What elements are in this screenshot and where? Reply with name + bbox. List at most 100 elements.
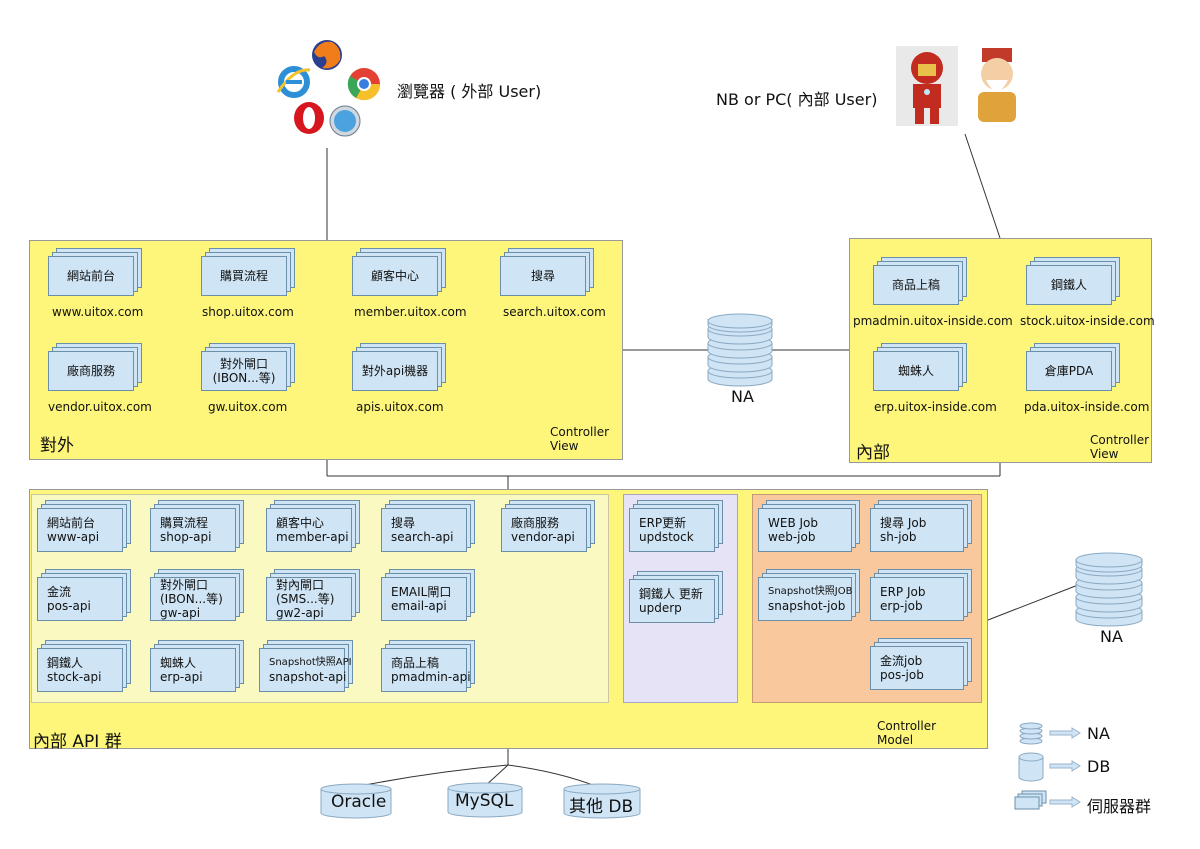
server-stack-search[interactable]: 搜尋 [500, 248, 594, 296]
server-label: 倉庫PDA [1026, 351, 1112, 391]
card-text: erp-job [880, 599, 923, 613]
server-host: stock.uitox-inside.com [1020, 314, 1155, 328]
server-stack-www[interactable]: 網站前台 [48, 248, 142, 296]
server-host: shop.uitox.com [202, 305, 294, 319]
card-text: Snapshot快照JOB [768, 586, 853, 597]
card-text: 金流 [47, 585, 72, 599]
card-text: pos-job [880, 668, 924, 682]
na-label: NA [731, 387, 754, 406]
server-stack-erp[interactable]: 蜘蛛人 [873, 343, 967, 391]
server-label: 對外閘口 (IBON...等) [201, 351, 287, 391]
server-label: 對外api機器 [352, 351, 438, 391]
mvc-label: Controller [877, 719, 937, 733]
card-text: stock-api [47, 670, 102, 684]
opera-icon [292, 100, 326, 136]
card-text: updstock [639, 530, 694, 544]
card-text: (IBON...等) [160, 592, 223, 606]
card-text: 網站前台 [47, 516, 96, 530]
external-panel-title: 對外 [40, 436, 74, 456]
server-stack-apis[interactable]: 對外api機器 [352, 343, 446, 391]
card-text: erp-api [160, 670, 203, 684]
server-stack-gw[interactable]: 對外閘口 (IBON...等) [201, 343, 295, 391]
api-card-(SMS...等)[interactable]: 對內閘口(SMS...等)gw2-api [266, 569, 360, 621]
server-host: apis.uitox.com [356, 400, 444, 414]
card-text: Snapshot快照API [269, 657, 352, 668]
mvc-label: View [1090, 447, 1119, 461]
ie-icon [276, 64, 312, 100]
mvc-label: Controller [550, 425, 610, 439]
legend-na-icon [1018, 722, 1044, 746]
server-host: erp.uitox-inside.com [874, 400, 997, 414]
card-text: pmadmin-api [391, 670, 471, 684]
card-text: search-api [391, 530, 454, 544]
server-stack-pda[interactable]: 倉庫PDA [1026, 343, 1120, 391]
card-text: 商品上稿 [391, 656, 440, 670]
other-db-icon [563, 783, 641, 819]
card-text: EMAIL閘口 [391, 585, 452, 599]
server-stack-shop[interactable]: 購買流程 [201, 248, 295, 296]
db-label: MySQL [455, 791, 514, 811]
server-stack-stock[interactable]: 鋼鐵人 [1026, 257, 1120, 305]
server-host: vendor.uitox.com [48, 400, 152, 414]
card-text: upderp [639, 601, 682, 615]
server-host: www.uitox.com [52, 305, 144, 319]
mvc-label: View [550, 439, 579, 453]
card-text: pos-api [47, 599, 91, 613]
card-text: 廠商服務 [511, 516, 560, 530]
server-label: 商品上稿 [873, 265, 959, 305]
card-text: (SMS...等) [276, 592, 335, 606]
card-text: shop-api [160, 530, 212, 544]
card-text: 購買流程 [160, 516, 209, 530]
card-text: 對內閘口 [276, 578, 325, 592]
api-card-(IBON...等)[interactable]: 對外閘口(IBON...等)gw-api [150, 569, 244, 621]
server-label: 鋼鐵人 [1026, 265, 1112, 305]
na-database-icon [1074, 551, 1144, 627]
server-label: 顧客中心 [352, 256, 438, 296]
legend-db-icon [1018, 752, 1044, 782]
server-host: member.uitox.com [354, 305, 467, 319]
legend-servers-label: 伺服器群 [1087, 797, 1152, 816]
legend-db-label: DB [1087, 757, 1111, 776]
mysql-db-icon [447, 782, 523, 818]
server-label: 廠商服務 [48, 351, 134, 391]
internal-user-label: NB or PC( 內部 User) [716, 90, 878, 109]
server-host: gw.uitox.com [208, 400, 288, 414]
na-label: NA [1100, 627, 1123, 646]
server-stack-member[interactable]: 顧客中心 [352, 248, 446, 296]
server-stack-pmadmin[interactable]: 商品上稿 [873, 257, 967, 305]
server-stack-vendor[interactable]: 廠商服務 [48, 343, 142, 391]
mvc-label: Controller [1090, 433, 1150, 447]
card-text: member-api [276, 530, 349, 544]
card-text: ERP更新 [639, 516, 687, 530]
card-text: 鋼鐵人 [47, 656, 84, 670]
external-user-label: 瀏覽器 ( 外部 User) [397, 82, 542, 101]
safari-icon [328, 104, 362, 138]
internal-panel-title: 內部 [856, 443, 890, 463]
card-text: 搜尋 [391, 516, 416, 530]
db-label: 其他 DB [569, 797, 634, 817]
mvc-label: Model [877, 733, 914, 747]
card-text: ERP Job [880, 585, 926, 599]
card-text: email-api [391, 599, 447, 613]
card-text: 鋼鐵人 更新 [639, 587, 703, 601]
god-figure-icon [966, 44, 1028, 126]
card-text: 搜尋 Job [880, 516, 927, 530]
